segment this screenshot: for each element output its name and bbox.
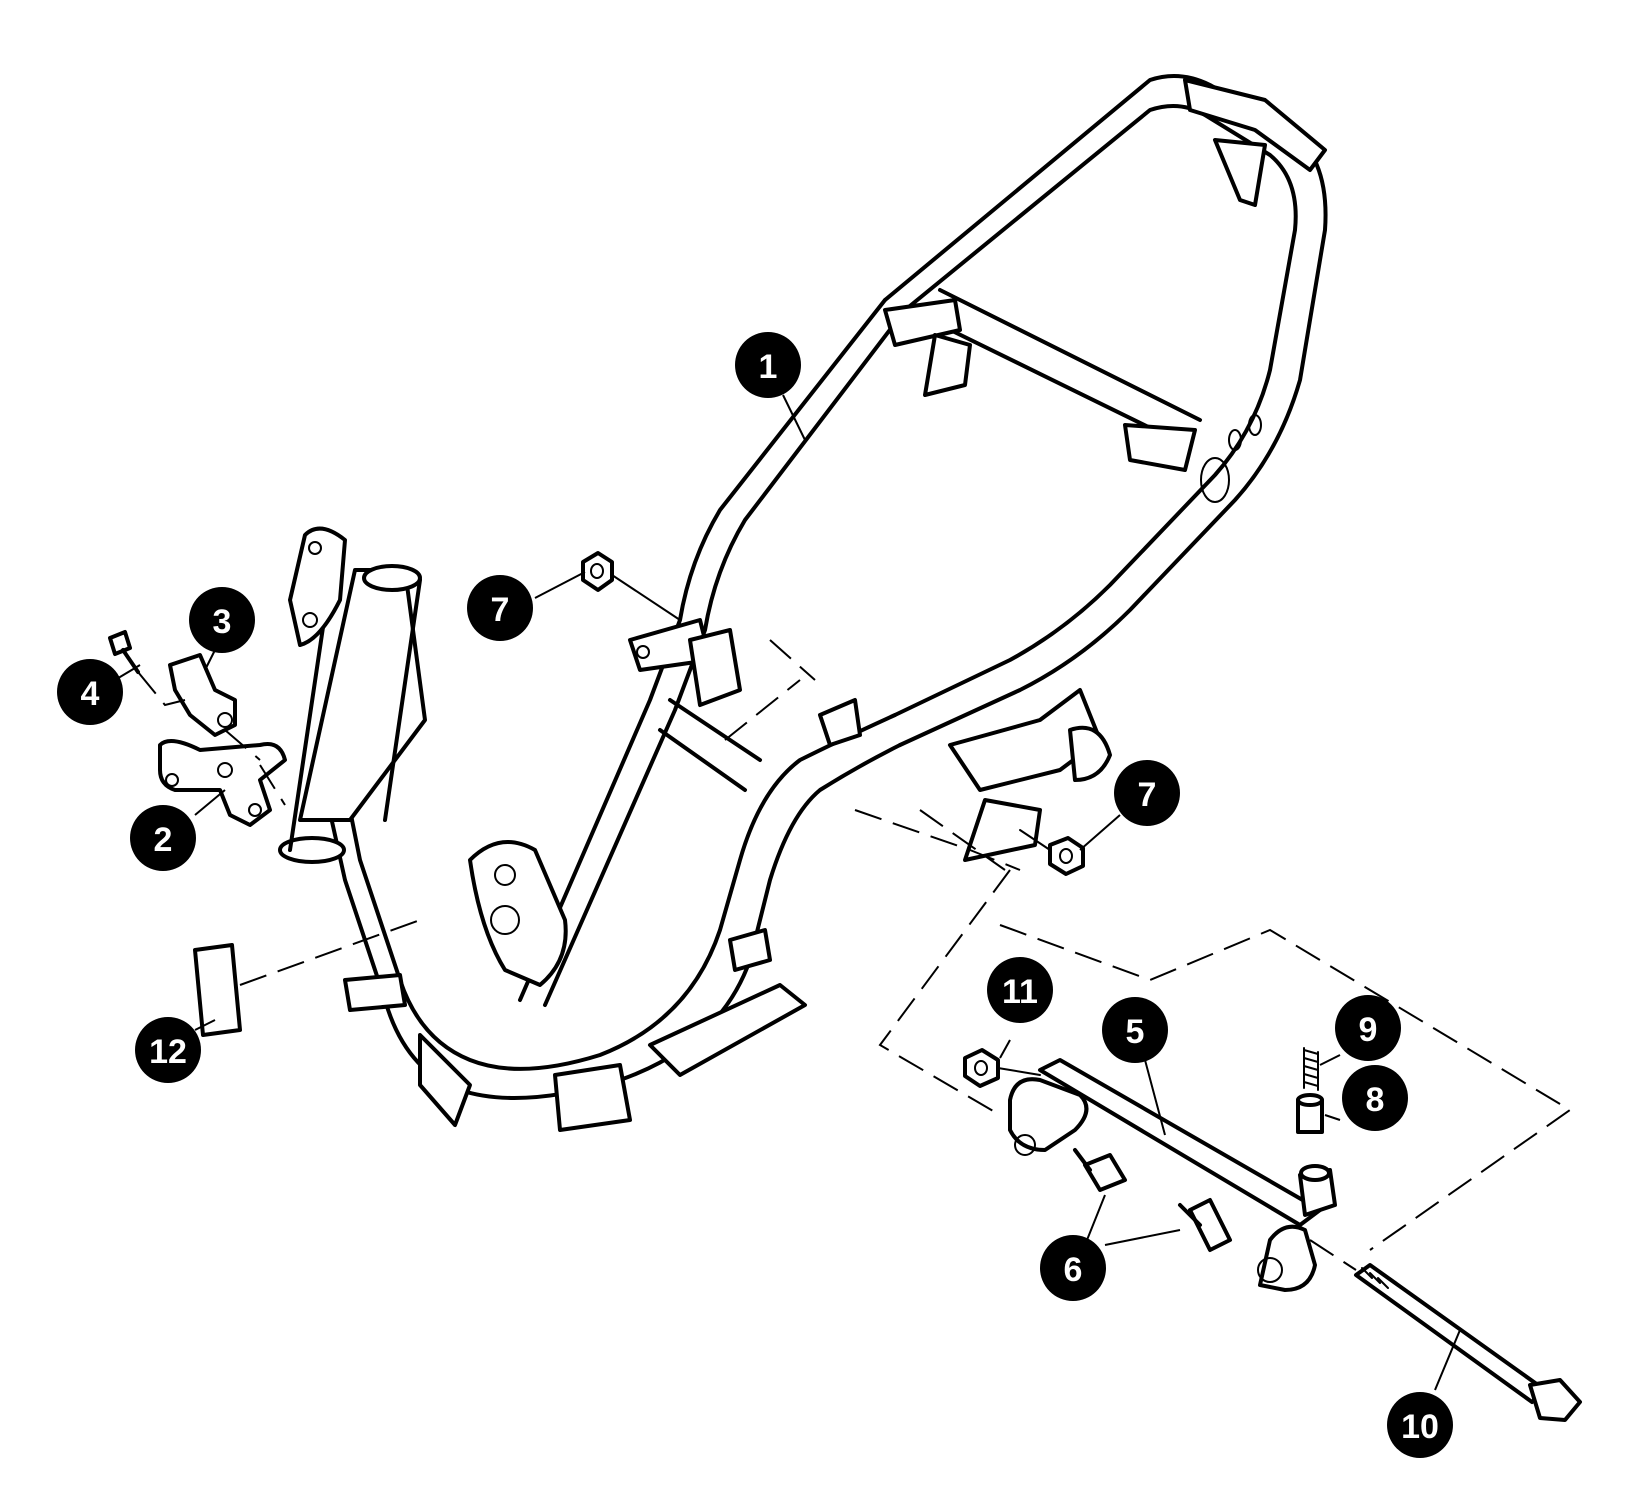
callout-6: 6 — [1040, 1235, 1106, 1301]
svg-text:7: 7 — [491, 591, 510, 629]
svg-text:9: 9 — [1359, 1011, 1378, 1049]
callout-12: 12 — [135, 1017, 201, 1083]
callout-11: 11 — [987, 957, 1053, 1023]
svg-text:8: 8 — [1366, 1081, 1385, 1119]
leader-1 — [782, 394, 806, 441]
leader-6 — [1084, 1194, 1181, 1246]
svg-text:12: 12 — [149, 1033, 187, 1071]
leader-7b — [1079, 814, 1121, 851]
part-11-nut — [963, 1048, 1041, 1088]
callout-9: 9 — [1335, 995, 1401, 1061]
svg-text:3: 3 — [213, 603, 232, 641]
part-4-bolt — [108, 630, 186, 707]
svg-text:6: 6 — [1064, 1251, 1083, 1289]
stand-assembly-guides — [854, 809, 1572, 1251]
part-9-spring — [1303, 1047, 1319, 1091]
callouts: 1 2 3 4 5 6 7 7 — [57, 332, 1461, 1458]
part-2-bracket — [158, 739, 287, 827]
svg-text:2: 2 — [154, 821, 173, 859]
svg-text:11: 11 — [1002, 973, 1038, 1011]
leader-9 — [1319, 1054, 1341, 1066]
svg-text:4: 4 — [81, 675, 100, 713]
main-frame — [278, 74, 1328, 1132]
callout-3: 3 — [189, 587, 255, 653]
callout-2: 2 — [130, 805, 196, 871]
leader-2 — [194, 789, 226, 816]
svg-text:10: 10 — [1401, 1408, 1439, 1446]
callout-5: 5 — [1102, 997, 1168, 1063]
callout-4: 4 — [57, 659, 123, 725]
callout-1: 1 — [735, 332, 801, 398]
part-7-nut-lower — [1019, 829, 1085, 876]
callout-7-upper: 7 — [467, 575, 533, 641]
part-8-sleeve — [1296, 1093, 1324, 1134]
leader-8 — [1324, 1114, 1341, 1121]
callout-8: 8 — [1342, 1065, 1408, 1131]
part-12-plate — [193, 919, 421, 1037]
leader-10 — [1434, 1329, 1461, 1391]
callout-10: 10 — [1387, 1392, 1453, 1458]
svg-text:1: 1 — [759, 348, 778, 386]
svg-text:5: 5 — [1126, 1013, 1145, 1051]
part-7-nut-upper — [581, 551, 681, 621]
leader-7a — [534, 571, 586, 599]
part-3-clamp — [168, 653, 261, 761]
leader-5 — [1144, 1059, 1166, 1136]
leader-3 — [204, 649, 216, 671]
svg-text:7: 7 — [1138, 776, 1157, 814]
part-6-pins — [1073, 1148, 1232, 1252]
callout-7-lower: 7 — [1114, 760, 1180, 826]
part-10-bolt — [1309, 1239, 1582, 1422]
leader-12 — [194, 1019, 216, 1031]
part-5-stand — [1008, 1058, 1337, 1292]
leader-11 — [999, 1039, 1011, 1059]
